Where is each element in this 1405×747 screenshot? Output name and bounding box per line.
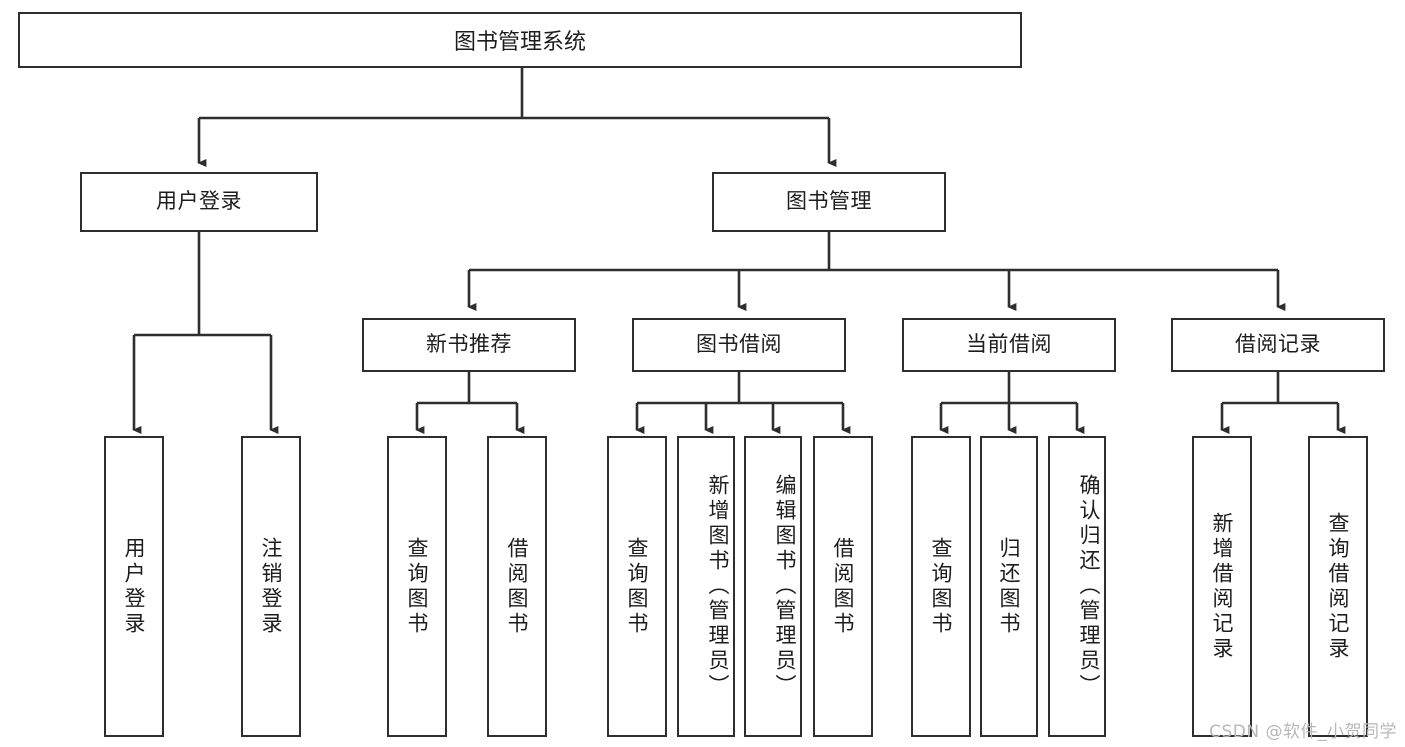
leaf-query-borrow-record[interactable]: 查询借阅记录 [1308, 436, 1368, 737]
leaf-add-book-admin[interactable]: 新增图书（管理员） [677, 436, 735, 737]
node-label: 归还图书 [997, 536, 1021, 637]
node-label: 查询图书 [405, 536, 429, 637]
node-label: 图书管理 [786, 189, 872, 214]
node-root[interactable]: 图书管理系统 [18, 12, 1022, 68]
leaf-query-book-recommend[interactable]: 查询图书 [387, 436, 447, 737]
node-label: 查询借阅记录 [1326, 511, 1350, 662]
node-label: 新增借阅记录 [1210, 511, 1234, 662]
node-label: 新书推荐 [426, 332, 512, 357]
node-label: 借阅图书 [831, 536, 855, 637]
leaf-user-login[interactable]: 用户登录 [104, 436, 164, 737]
leaf-edit-book-admin[interactable]: 编辑图书（管理员） [744, 436, 802, 737]
leaf-add-borrow-record[interactable]: 新增借阅记录 [1192, 436, 1252, 737]
csdn-watermark: CSDN @软件_小贺同学 [1209, 722, 1397, 742]
leaf-borrow-book[interactable]: 借阅图书 [813, 436, 873, 737]
leaf-borrow-book-recommend[interactable]: 借阅图书 [487, 436, 547, 737]
node-label: 图书借阅 [696, 332, 782, 357]
node-current-borrow[interactable]: 当前借阅 [902, 318, 1116, 372]
node-label: 借阅图书 [505, 536, 529, 637]
node-new-book-recommend[interactable]: 新书推荐 [362, 318, 576, 372]
node-label: 查询图书 [625, 536, 649, 637]
node-label: 注销登录 [259, 536, 283, 637]
node-label: 借阅记录 [1235, 332, 1321, 357]
node-label: 编辑图书（管理员） [773, 474, 797, 699]
leaf-confirm-return-admin[interactable]: 确认归还（管理员） [1048, 436, 1106, 737]
node-borrow-records[interactable]: 借阅记录 [1171, 318, 1385, 372]
node-label: 用户登录 [122, 536, 146, 637]
node-book-borrow[interactable]: 图书借阅 [632, 318, 846, 372]
node-label: 查询图书 [929, 536, 953, 637]
leaf-logout[interactable]: 注销登录 [241, 436, 301, 737]
node-book-management[interactable]: 图书管理 [712, 172, 946, 232]
node-user-login[interactable]: 用户登录 [80, 172, 318, 232]
node-label: 确认归还（管理员） [1077, 474, 1101, 699]
leaf-query-book-borrow[interactable]: 查询图书 [607, 436, 667, 737]
node-label: 当前借阅 [966, 332, 1052, 357]
node-label: 新增图书（管理员） [706, 474, 730, 699]
node-label: 用户登录 [156, 189, 242, 214]
leaf-return-book[interactable]: 归还图书 [980, 436, 1038, 737]
leaf-query-book-current[interactable]: 查询图书 [911, 436, 971, 737]
node-label: 图书管理系统 [453, 30, 586, 55]
